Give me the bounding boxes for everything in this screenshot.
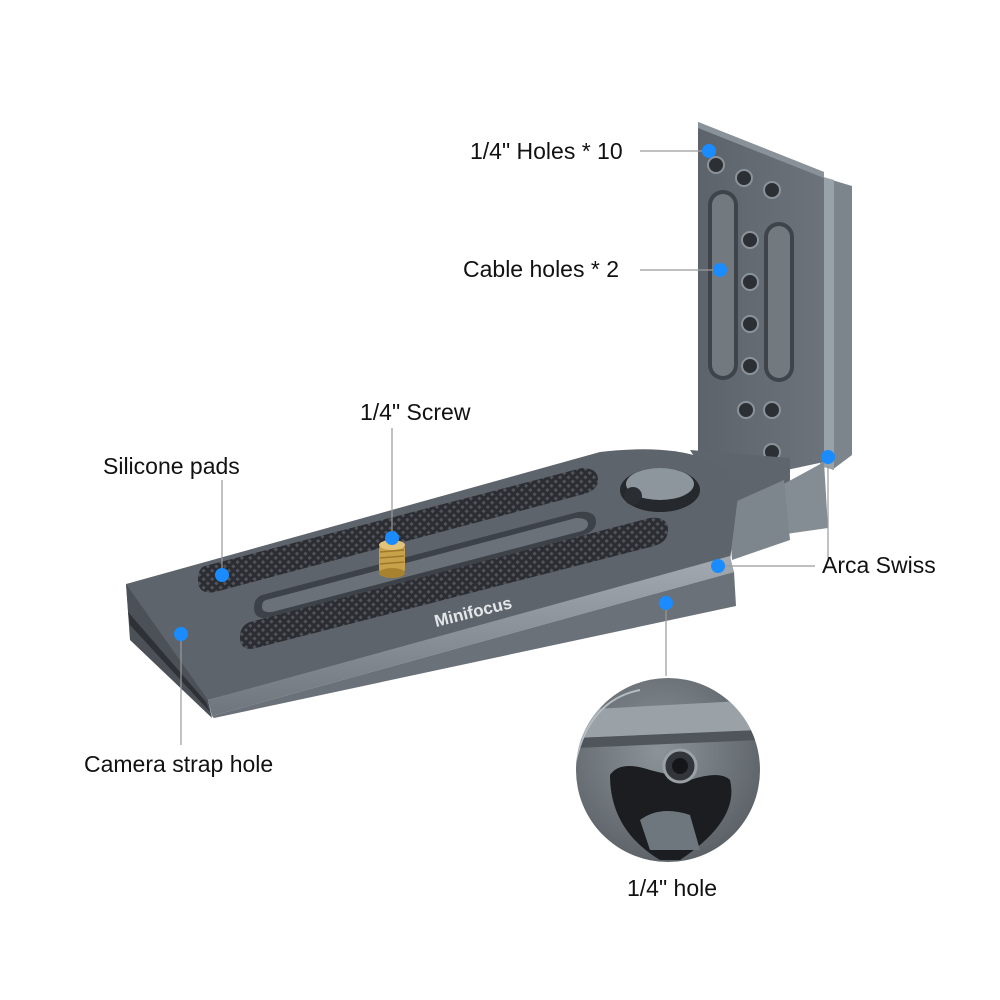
callout-dot-arca-side — [821, 450, 835, 464]
callout-dot-hole — [659, 596, 673, 610]
hole-detail-inset — [576, 678, 760, 862]
label-silicone-pads: Silicone pads — [103, 453, 240, 479]
callout-dot-silicone — [215, 568, 229, 582]
label-quarter-inch-holes: 1/4" Holes * 10 — [470, 138, 623, 164]
leader-lines — [180, 150, 829, 745]
label-quarter-inch-screw: 1/4" Screw — [360, 399, 471, 425]
callout-dot-arca-front — [711, 559, 725, 573]
label-arca-swiss: Arca Swiss — [822, 552, 936, 578]
label-quarter-inch-hole: 1/4" hole — [627, 875, 718, 901]
label-cable-holes: Cable holes * 2 — [463, 256, 619, 282]
silicone-pads — [198, 468, 668, 649]
callout-dot-holes — [702, 144, 716, 158]
vertical-plate — [698, 122, 852, 480]
quarter-inch-holes — [707, 156, 781, 461]
brass-screw — [379, 540, 405, 578]
callout-dot-cable — [713, 263, 727, 277]
callout-dot-strap — [174, 627, 188, 641]
callout-dot-screw — [385, 531, 399, 545]
label-camera-strap-hole: Camera strap hole — [84, 751, 274, 777]
